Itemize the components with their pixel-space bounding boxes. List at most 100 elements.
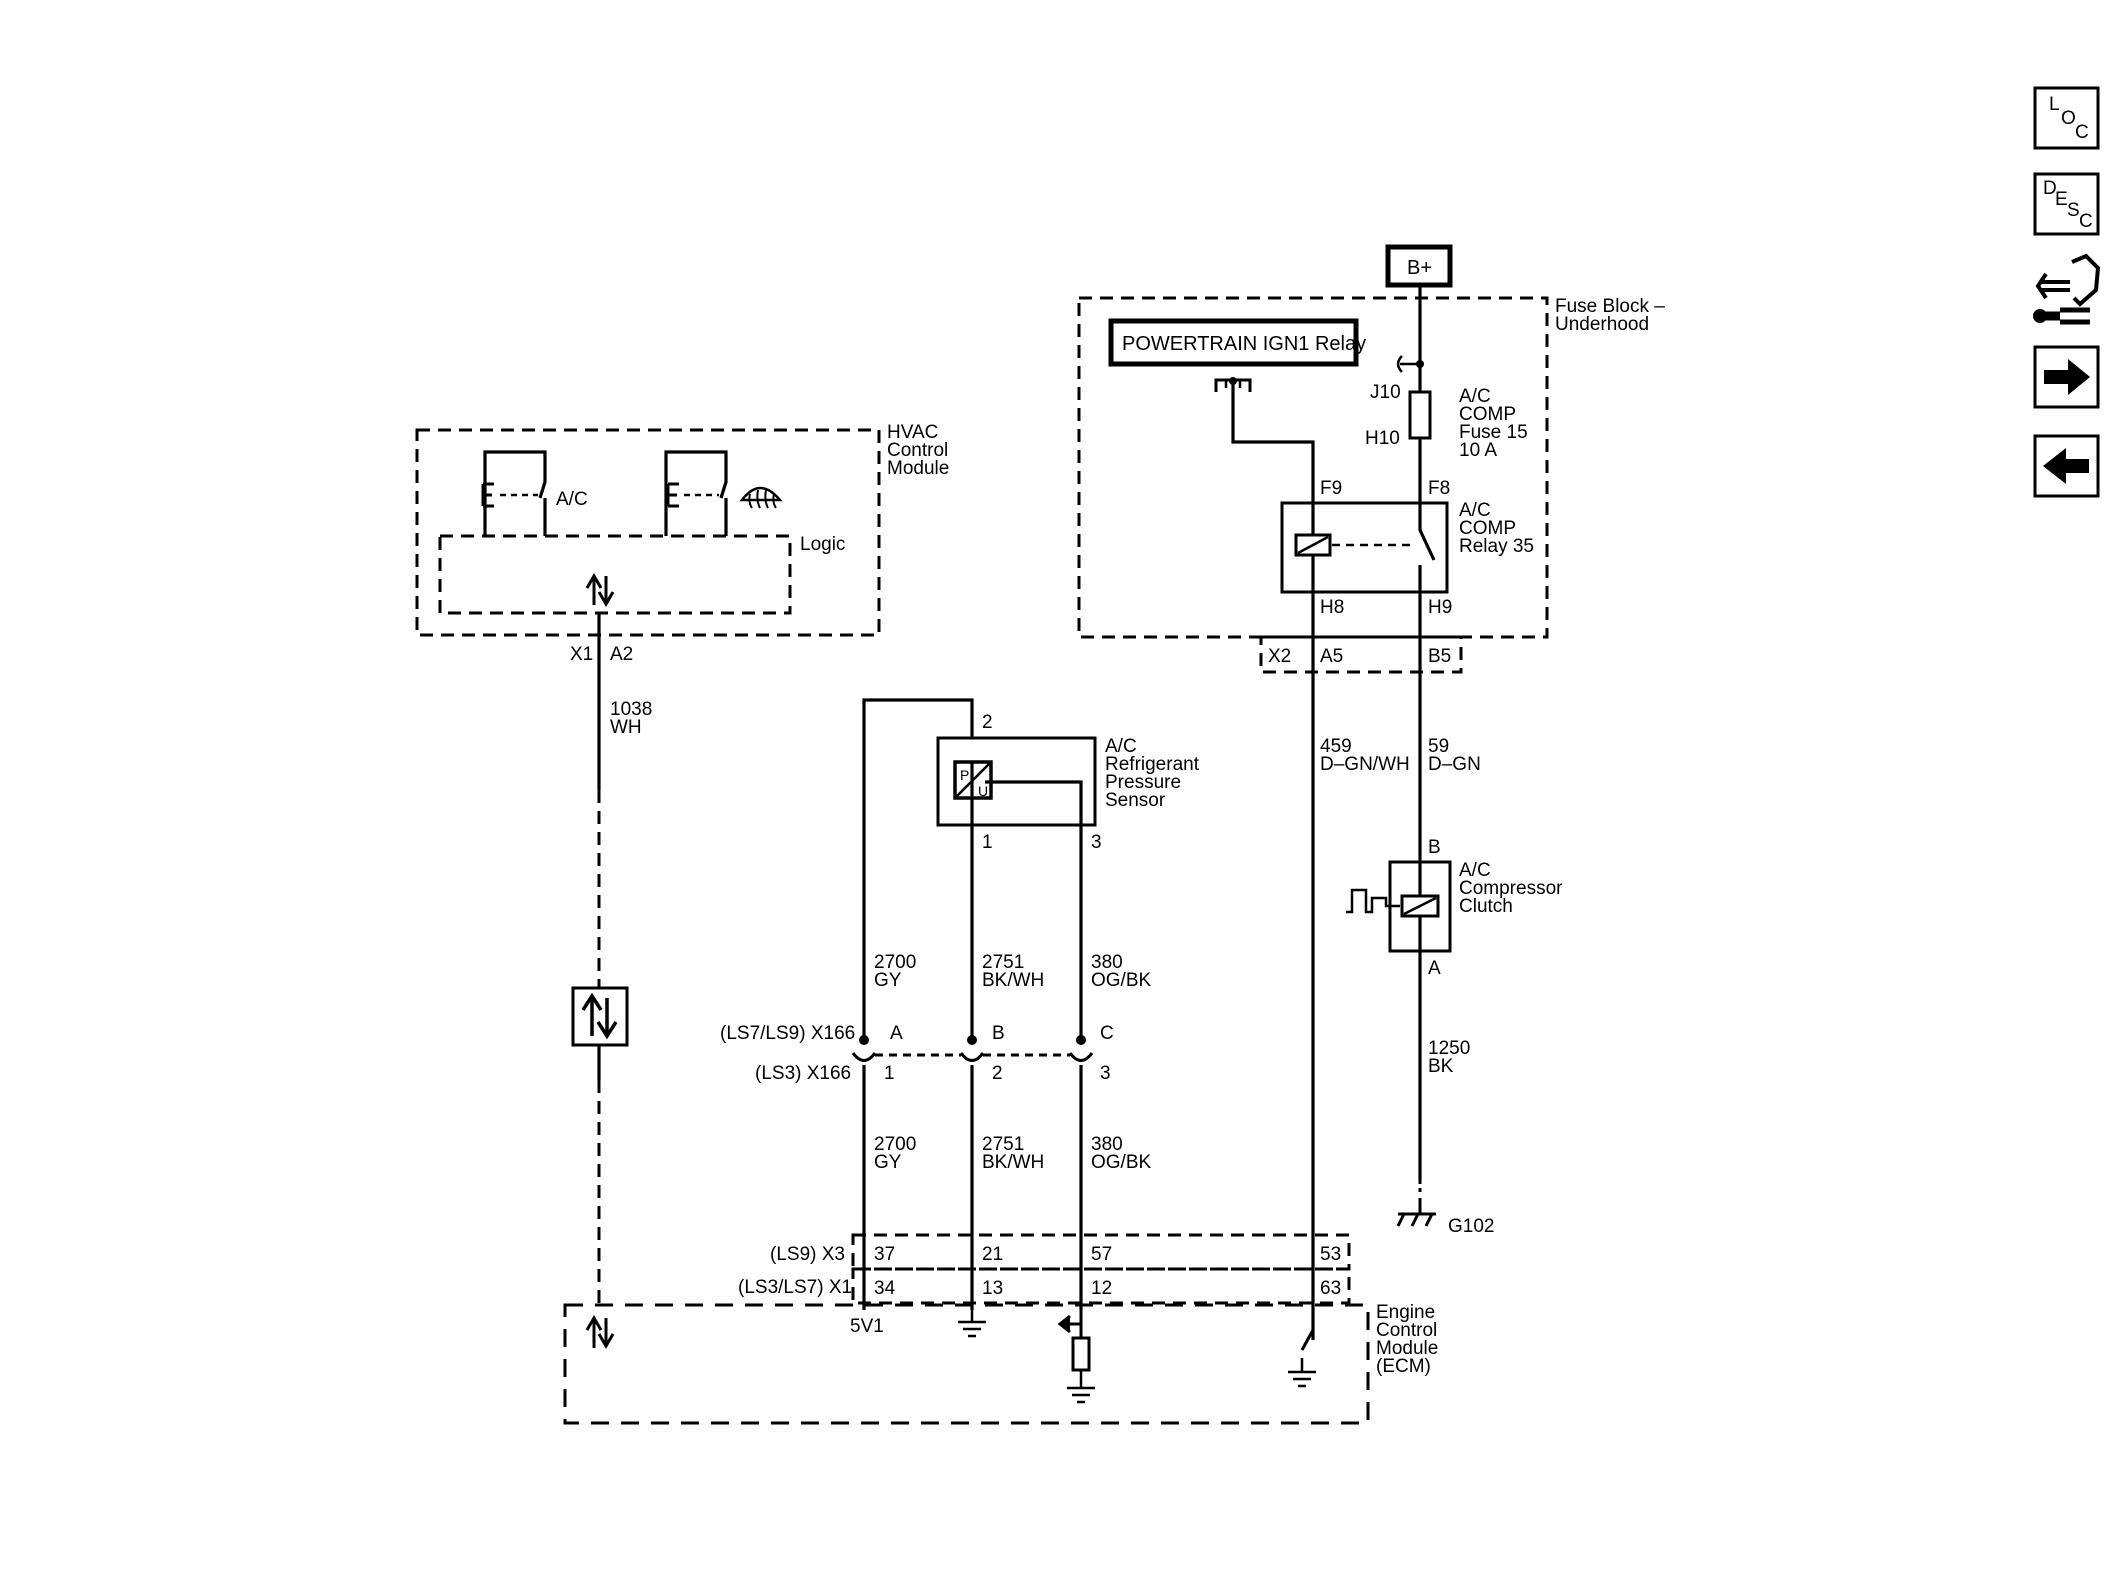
wire-2700-circuit-upper: 2700 bbox=[874, 952, 916, 973]
connector-view-button[interactable] bbox=[2033, 252, 2103, 328]
ecm-x1-pin-63: 63 bbox=[1320, 1278, 1341, 1299]
ecm-name-line3: Module bbox=[1376, 1338, 1438, 1359]
hvac-name-line1: HVAC bbox=[887, 422, 938, 443]
loc-letter-l: L bbox=[2049, 94, 2060, 115]
fuse-block-underhood: Fuse Block – Underhood B+ POWERTRAIN IGN… bbox=[1077, 244, 1665, 674]
ecm-name-line1: Engine bbox=[1376, 1302, 1435, 1323]
sensor-name-line1: A/C bbox=[1105, 736, 1137, 757]
data-bidirectional-icon bbox=[585, 573, 615, 607]
wire-2700-upper bbox=[862, 698, 974, 1040]
ecm-name-line2: Control bbox=[1376, 1320, 1437, 1341]
relay-label-line3: Relay 35 bbox=[1459, 536, 1534, 557]
relay-pin-f9: F9 bbox=[1320, 478, 1342, 499]
wire-59-color: D–GN bbox=[1428, 754, 1481, 775]
wire-2751-color-lower: BK/WH bbox=[982, 1152, 1044, 1173]
wire-2751-circuit-upper: 2751 bbox=[982, 952, 1024, 973]
wire-2751-circuit-lower: 2751 bbox=[982, 1134, 1024, 1155]
desc-letter-d: D bbox=[2043, 178, 2057, 199]
arrow-right-icon bbox=[2044, 359, 2090, 395]
powertrain-relay-title: POWERTRAIN IGN1 Relay bbox=[1122, 333, 1366, 355]
arrow-left-icon bbox=[2043, 448, 2089, 484]
clutch-pin-b: B bbox=[1428, 837, 1441, 858]
wire-2700-color-lower: GY bbox=[874, 1152, 902, 1173]
clutch-name-line2: Compressor bbox=[1459, 878, 1563, 899]
fuse-label-line3: Fuse 15 bbox=[1459, 422, 1528, 443]
x166-row2-pin-3: 3 bbox=[1100, 1063, 1111, 1084]
ecm-x3-pin-21: 21 bbox=[982, 1244, 1003, 1265]
ecm-name-line4: (ECM) bbox=[1376, 1356, 1431, 1377]
wire-1038-color: WH bbox=[610, 717, 642, 738]
next-button[interactable] bbox=[2033, 345, 2100, 409]
defrost-icon bbox=[739, 486, 783, 509]
fuse-block-name-line1: Fuse Block – bbox=[1555, 296, 1665, 317]
hvac-connector-label: X1 bbox=[570, 644, 593, 665]
ecm-x1-pin-12: 12 bbox=[1091, 1278, 1112, 1299]
x166-row1-pin-c: C bbox=[1100, 1023, 1114, 1044]
clutch-name-line3: Clutch bbox=[1459, 896, 1513, 917]
x2-connector-label: X2 bbox=[1268, 646, 1291, 667]
loc-letter-o: O bbox=[2061, 108, 2076, 129]
ac-compressor-clutch: B A A/C Compressor Clutch bbox=[1346, 837, 1563, 979]
sensor-name-line2: Refrigerant bbox=[1105, 754, 1200, 775]
desc-letter-c: C bbox=[2079, 211, 2093, 232]
hvac-name-line2: Control bbox=[887, 440, 948, 461]
fuse-pin-in: J10 bbox=[1370, 382, 1401, 403]
ac-comp-fuse bbox=[1408, 390, 1432, 440]
ecm-serial-data-icon bbox=[585, 1315, 615, 1349]
battery-positive-terminal: B+ bbox=[1385, 244, 1453, 288]
sensor-name-line4: Sensor bbox=[1105, 790, 1166, 811]
x2-pin-a5: A5 bbox=[1320, 646, 1343, 667]
wire-1038-circuit: 1038 bbox=[610, 699, 652, 720]
wire-380-color-upper: OG/BK bbox=[1091, 970, 1152, 991]
signal-input-resistor bbox=[1057, 1310, 1095, 1404]
powertrain-ign1-relay: POWERTRAIN IGN1 Relay bbox=[1108, 318, 1366, 503]
wire-59-circuit: 59 bbox=[1428, 736, 1449, 757]
fuse-label-line4: 10 A bbox=[1459, 440, 1497, 461]
hvac-pin-label: A2 bbox=[610, 644, 633, 665]
hvac-name-line3: Module bbox=[887, 458, 949, 479]
x166-row2-label: (LS3) X166 bbox=[755, 1063, 851, 1084]
previous-button[interactable] bbox=[2033, 434, 2100, 498]
hvac-control-module: HVAC Control Module Logic A/C bbox=[415, 422, 949, 665]
ecm-x3-label: (LS9) X3 bbox=[770, 1244, 845, 1265]
clutch-name-line1: A/C bbox=[1459, 860, 1491, 881]
ecm-x3-pin-57: 57 bbox=[1091, 1244, 1112, 1265]
ground-g102-icon bbox=[1396, 1198, 1436, 1227]
fuse-label-line1: A/C bbox=[1459, 386, 1491, 407]
fuse-pin-out: H10 bbox=[1365, 428, 1400, 449]
relay-pin-h9: H9 bbox=[1428, 597, 1452, 618]
serial-data-icon bbox=[571, 986, 629, 1047]
sensor-name-line3: Pressure bbox=[1105, 772, 1181, 793]
x166-inline-connector: (LS7/LS9) X166 A B C (LS3) X166 1 2 3 bbox=[720, 1023, 1114, 1084]
pulse-signal-icon bbox=[1346, 888, 1400, 914]
x166-row2-pin-1: 1 bbox=[884, 1063, 895, 1084]
sensor-pin-2: 2 bbox=[982, 712, 993, 733]
wire-1250-circuit: 1250 bbox=[1428, 1038, 1470, 1059]
ground-g102-label: G102 bbox=[1448, 1216, 1494, 1237]
relay-pin-f8: F8 bbox=[1428, 478, 1450, 499]
loc-button[interactable]: L O C bbox=[2033, 86, 2100, 150]
engine-control-module: (LS9) X3 (LS3/LS7) X1 37 21 57 53 34 13 … bbox=[563, 1233, 1438, 1425]
relay-label-line1: A/C bbox=[1459, 500, 1491, 521]
ac-switch-label: A/C bbox=[556, 489, 588, 510]
fuse-block-name-line2: Underhood bbox=[1555, 314, 1649, 335]
ecm-x1-label: (LS3/LS7) X1 bbox=[738, 1277, 852, 1298]
ecm-x3-pin-53: 53 bbox=[1320, 1244, 1341, 1265]
sensor-pin-3: 3 bbox=[1091, 832, 1102, 853]
ecm-5v-supply-label: 5V1 bbox=[850, 1316, 884, 1337]
desc-letter-s: S bbox=[2067, 200, 2080, 221]
desc-button[interactable]: D E S C bbox=[2033, 172, 2100, 236]
clutch-pin-a: A bbox=[1428, 958, 1441, 979]
wire-380-circuit-upper: 380 bbox=[1091, 952, 1123, 973]
wire-2700-circuit-lower: 2700 bbox=[874, 1134, 916, 1155]
wire-459-color: D–GN/WH bbox=[1320, 754, 1410, 775]
wire-2700-color-upper: GY bbox=[874, 970, 902, 991]
relay-control-switch bbox=[1288, 1329, 1316, 1388]
wire-1250-color: BK bbox=[1428, 1056, 1454, 1077]
x166-row2-pin-2: 2 bbox=[992, 1063, 1003, 1084]
wrench-icon bbox=[2033, 253, 2101, 325]
wire-2751-color-upper: BK/WH bbox=[982, 970, 1044, 991]
loc-letter-c: C bbox=[2075, 122, 2089, 143]
wire-380-upper bbox=[985, 780, 1083, 1040]
